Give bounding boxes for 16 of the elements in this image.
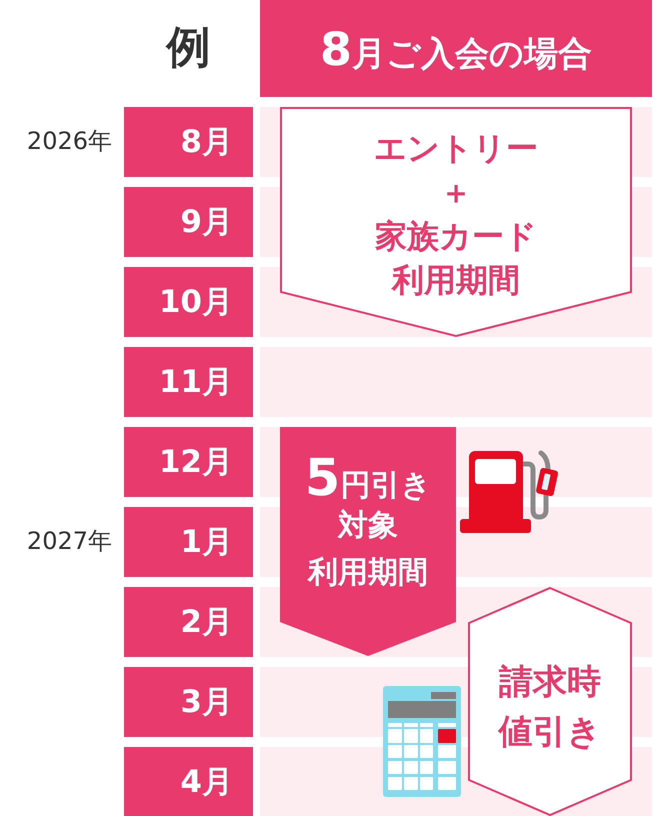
year-label: 2027年: [26, 528, 112, 556]
month-block: 10月: [124, 267, 253, 337]
down-arrow-banner: 5円引き対象利用期間: [280, 427, 456, 656]
month-block: 11月: [124, 347, 253, 417]
year-label: 2026年: [26, 128, 112, 156]
month-block: 3月: [124, 667, 253, 737]
month-block: 4月: [124, 747, 253, 816]
month-block: 9月: [124, 187, 253, 257]
column-heading: 例: [166, 24, 210, 73]
hexagon-badge: 請求時値引き: [468, 587, 632, 816]
month-block: 1月: [124, 507, 253, 577]
month-block: 8月: [124, 107, 253, 177]
heading-banner: 8月ご入会の場合: [260, 0, 652, 97]
down-arrow-banner: エントリー＋家族カード利用期間: [280, 107, 632, 337]
month-block: 2月: [124, 587, 253, 657]
month-block: 12月: [124, 427, 253, 497]
